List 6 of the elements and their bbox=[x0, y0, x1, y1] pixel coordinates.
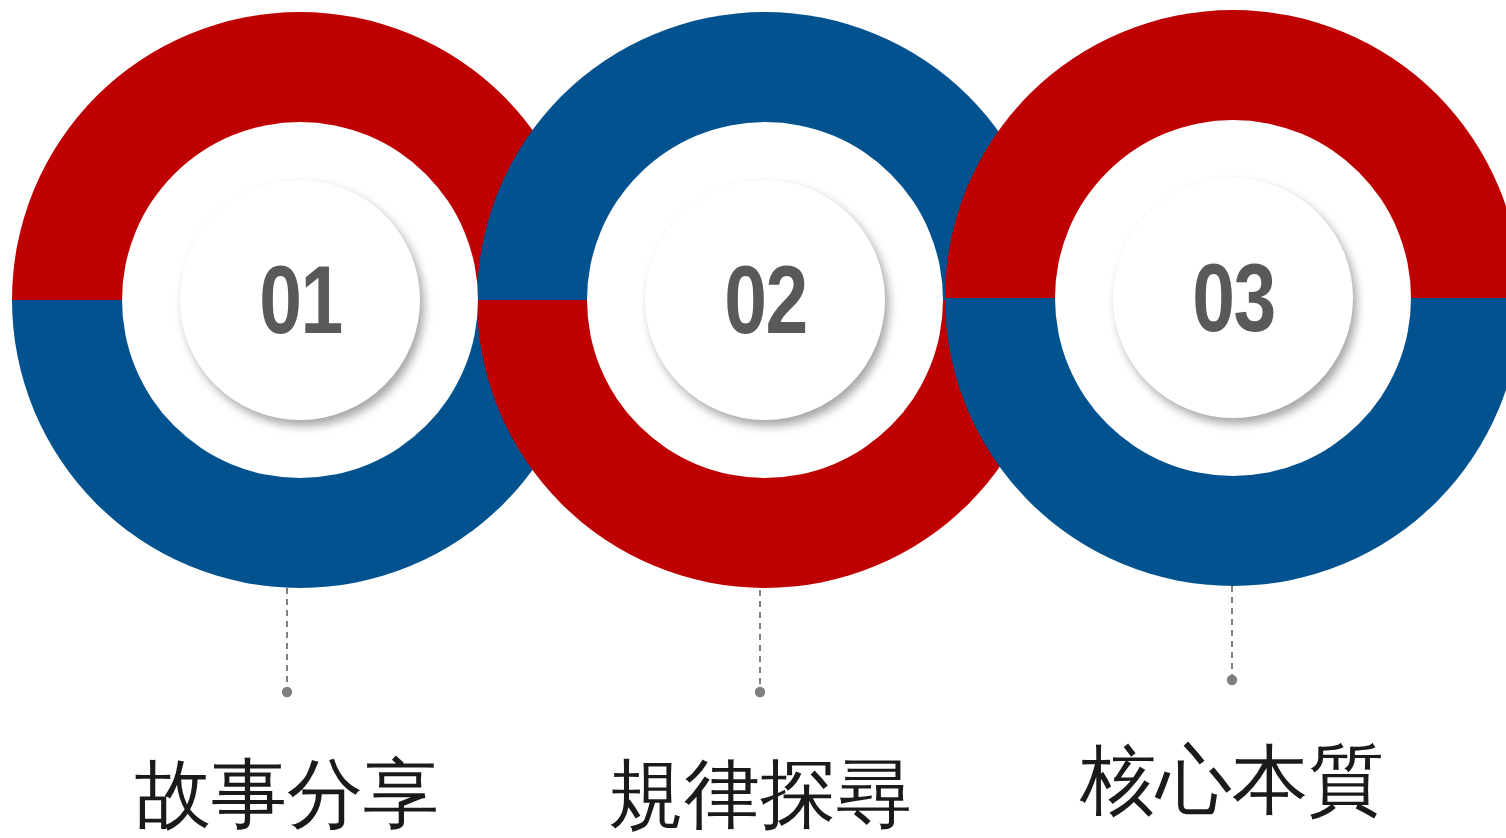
leader-line bbox=[1226, 585, 1238, 686]
leader-line bbox=[281, 587, 293, 698]
step-label: 核心本質 bbox=[1080, 742, 1384, 818]
step-label: 規律探尋 bbox=[608, 756, 912, 832]
leader-line bbox=[754, 589, 766, 698]
step-label: 故事分享 bbox=[135, 756, 439, 832]
